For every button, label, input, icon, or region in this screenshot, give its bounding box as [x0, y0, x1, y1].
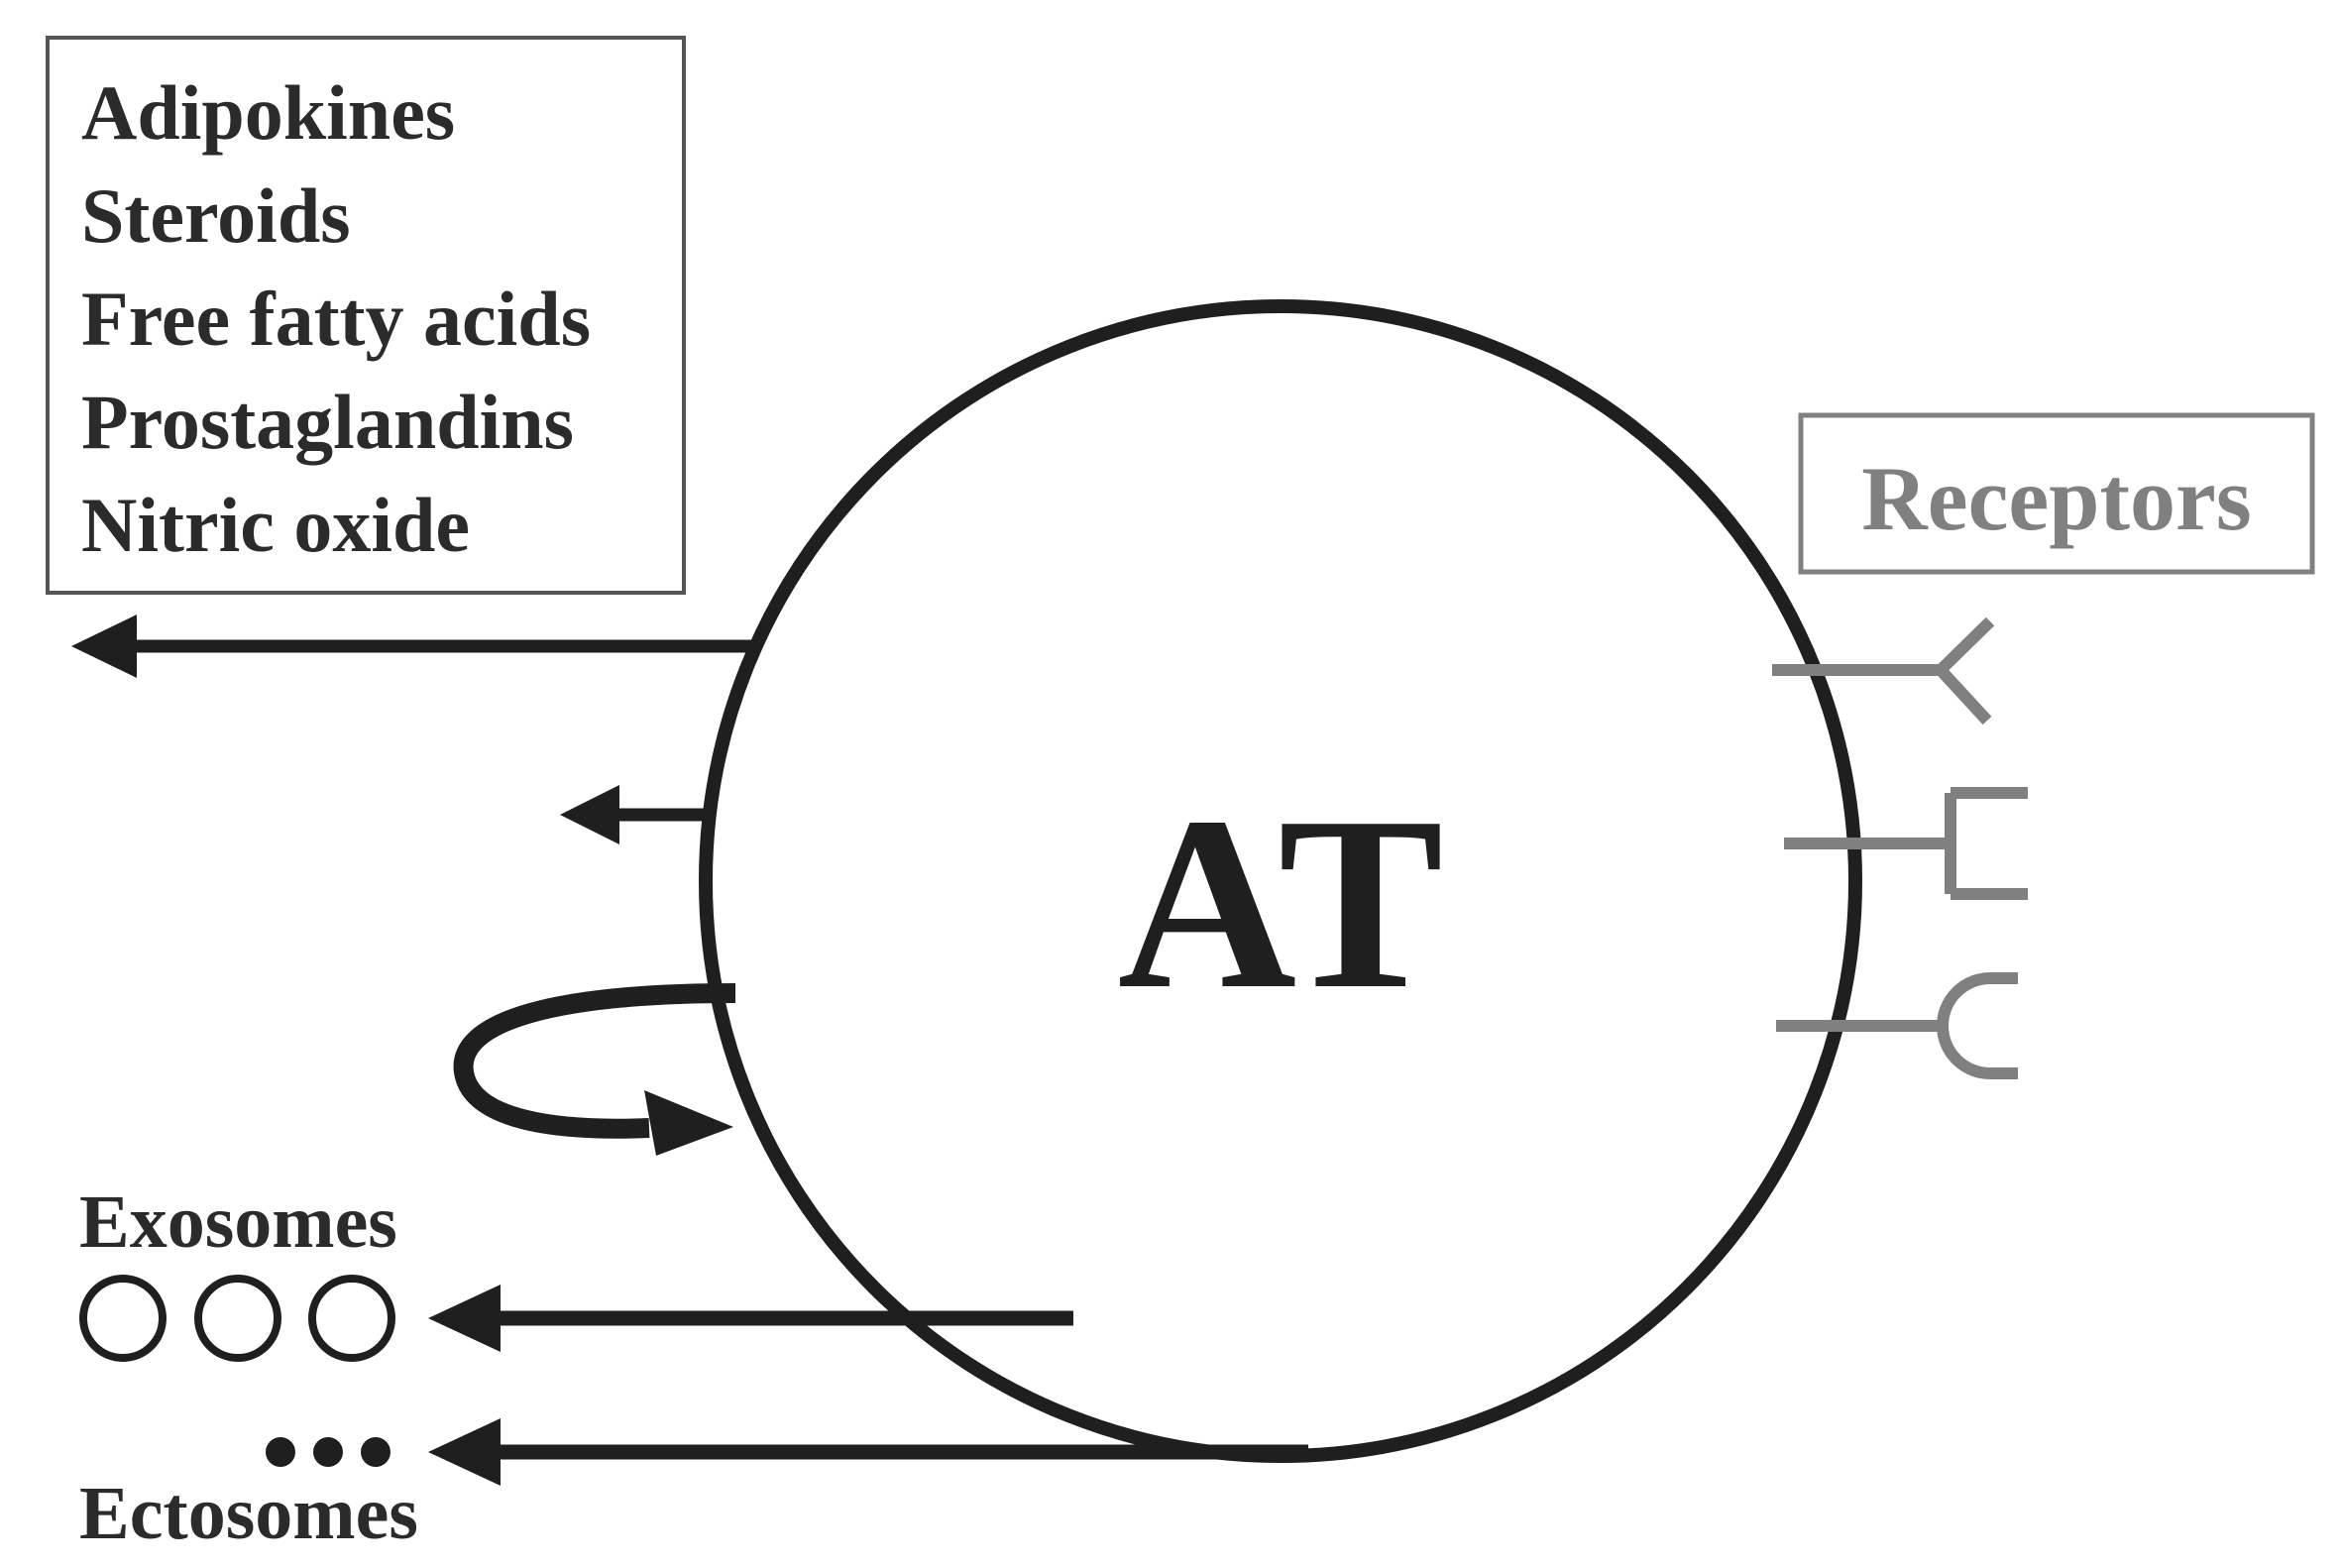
- secreted-factor-prostaglandins: Prostaglandins: [81, 379, 574, 465]
- secreted-factor-nitric-oxide: Nitric oxide: [81, 482, 470, 568]
- secreted-factors-frame: [46, 36, 686, 595]
- paracrine-arrow: [560, 785, 706, 844]
- receptors-label: Receptors: [1861, 448, 2251, 549]
- adipose-tissue-cell: AT: [699, 299, 1862, 1463]
- cell-label: AT: [1118, 766, 1444, 1041]
- ectosomes-label: Ectosomes: [79, 1472, 418, 1555]
- receptors-box: Receptors: [1798, 412, 2315, 575]
- exosome-vesicle: [308, 1275, 395, 1362]
- secreted-factor-adipokines: Adipokines: [81, 69, 455, 156]
- receptors-frame: [1798, 412, 2315, 575]
- exosomes-group: Exosomes: [79, 1180, 397, 1362]
- autocrine-loop-arrow: [453, 983, 736, 1156]
- y-shaped-receptor: [1772, 616, 1995, 726]
- ectosome-vesicle: [266, 1437, 295, 1467]
- exosomes-label: Exosomes: [79, 1180, 397, 1264]
- ectosome-vesicle: [361, 1437, 390, 1467]
- secreted-factor-free-fatty-acids: Free fatty acids: [81, 276, 591, 362]
- bracket-receptor: [1784, 787, 2028, 900]
- ectosome-arrow: [428, 1418, 1308, 1486]
- cup-receptor: [1776, 972, 2018, 1079]
- ectosome-vesicle: [313, 1437, 343, 1467]
- ectosomes-group: Ectosomes: [79, 1437, 418, 1555]
- secreted-factor-steroids: Steroids: [81, 172, 351, 259]
- exosome-vesicle: [79, 1275, 167, 1362]
- exosome-arrow: [428, 1285, 1073, 1352]
- endocrine-arrow: [71, 615, 758, 678]
- exosome-vesicle: [194, 1275, 281, 1362]
- secreted-factors-box: Adipokines Steroids Free fatty acids Pro…: [46, 36, 686, 595]
